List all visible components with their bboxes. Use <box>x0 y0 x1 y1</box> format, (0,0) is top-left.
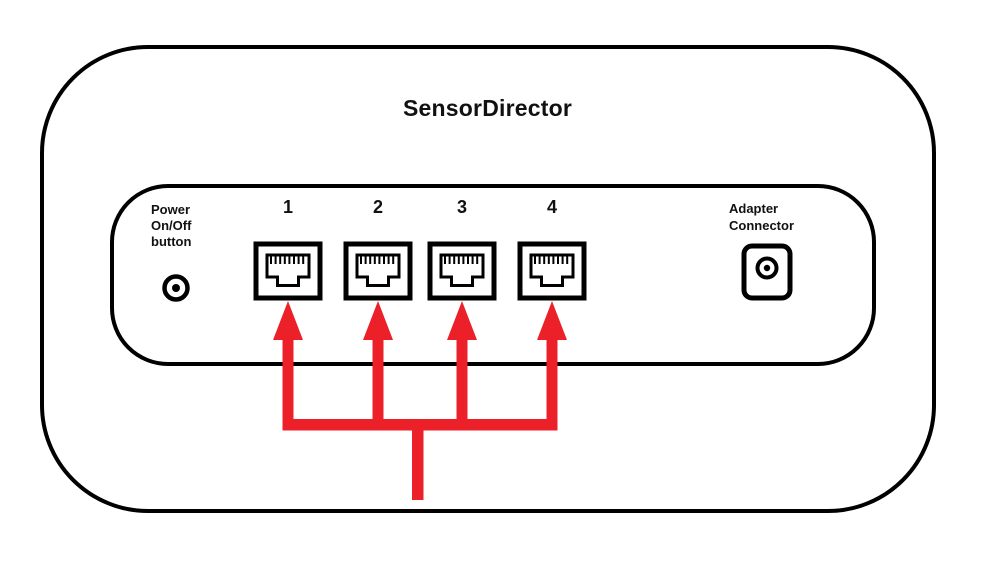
port-1-label: 1 <box>282 197 293 217</box>
port-2: 2 <box>343 197 413 301</box>
rj45-port-icon <box>427 241 497 301</box>
rj45-port-icon <box>343 241 413 301</box>
power-label-line-2: On/Off <box>151 218 192 233</box>
device-title: SensorDirector <box>403 95 572 121</box>
adapter-label-line-1: Adapter <box>729 201 779 216</box>
port-4: 4 <box>517 197 587 301</box>
power-label-line-1: Power <box>151 202 191 217</box>
adapter-connector-icon <box>741 243 793 301</box>
power-button-icon <box>162 274 190 302</box>
adapter-label-line-2: Connector <box>729 218 794 233</box>
power-button-label: Power On/Off button <box>151 202 191 250</box>
rj45-port-icon <box>253 241 323 301</box>
port-2-label: 2 <box>372 197 383 217</box>
port-1: 1 <box>253 197 323 301</box>
power-label-line-3: button <box>151 234 192 249</box>
adapter-connector-label: Adapter Connector <box>729 200 794 234</box>
port-3: 3 <box>427 197 497 301</box>
port-4-label: 4 <box>546 197 557 217</box>
port-3-label: 3 <box>456 197 467 217</box>
rj45-port-icon <box>517 241 587 301</box>
